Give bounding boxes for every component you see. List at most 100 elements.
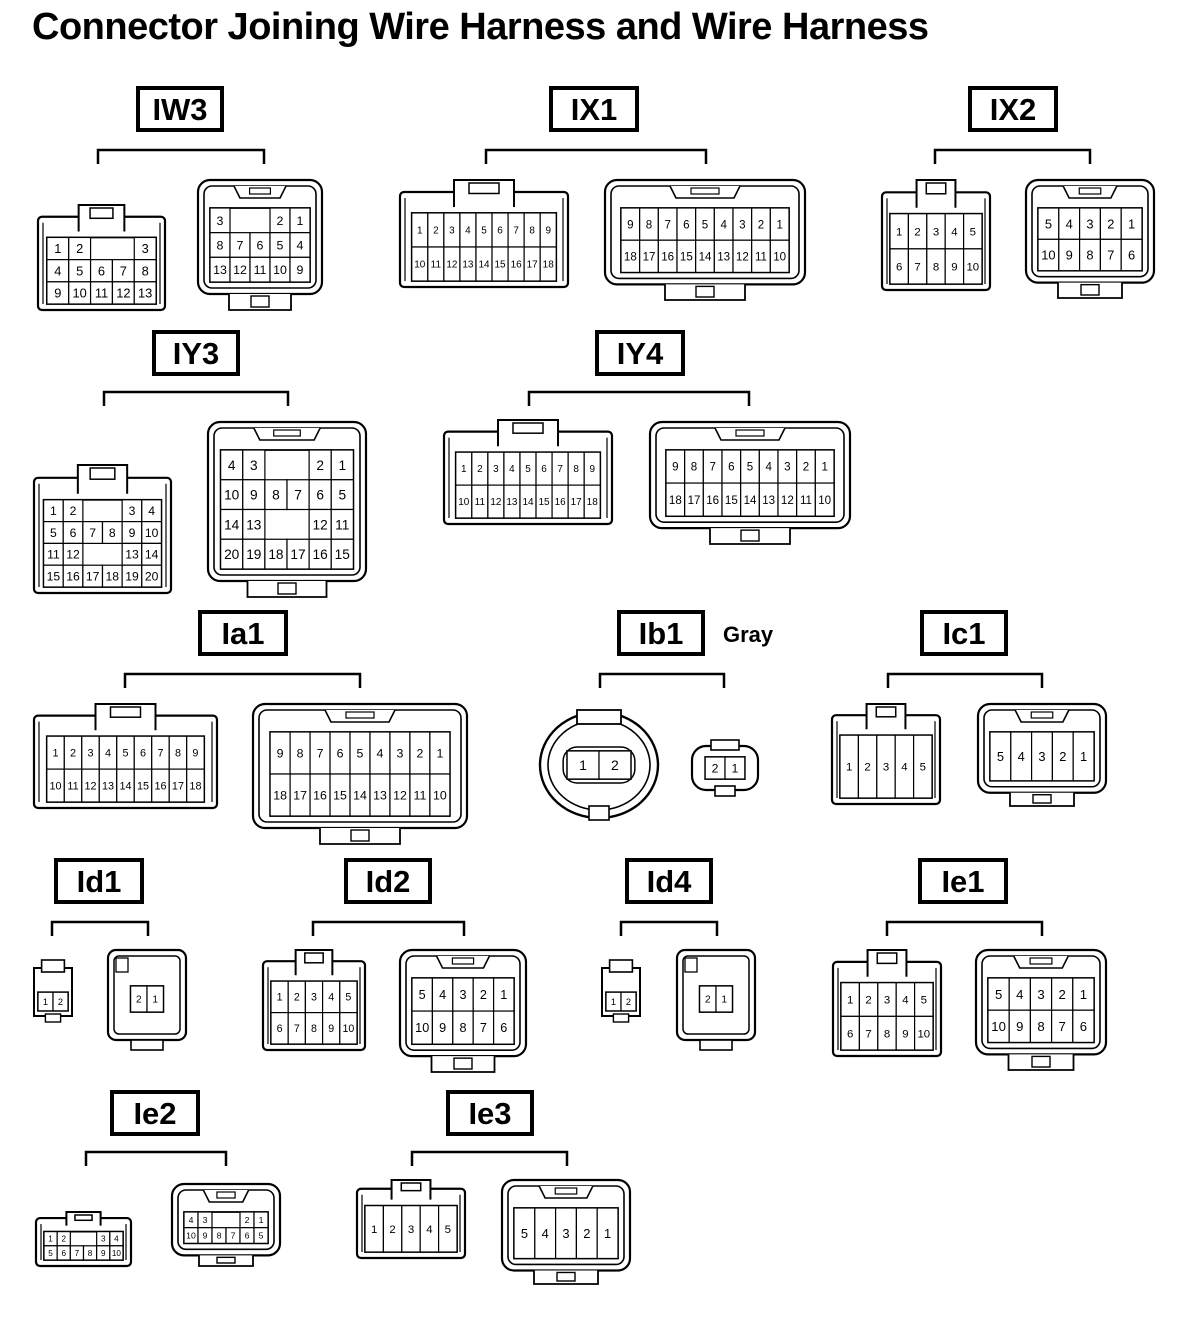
pin-number: 4 — [902, 995, 908, 1007]
pin-number: 13 — [506, 497, 518, 508]
pin-cell — [598, 750, 632, 780]
pin-number: 14 — [353, 788, 367, 802]
pin-number: 4 — [1016, 987, 1023, 1002]
pin-number: 8 — [272, 488, 280, 503]
pin-number: 9 — [328, 1023, 334, 1035]
connector-label-box — [152, 330, 240, 376]
pin-cell — [596, 1207, 619, 1260]
pin-number: 15 — [680, 251, 693, 263]
pin-number: 3 — [129, 504, 136, 518]
connector-bracket — [886, 672, 1044, 688]
connector-bottom-latch — [612, 1013, 630, 1023]
pin-number: 6 — [98, 263, 105, 278]
pin-number: 5 — [1045, 216, 1052, 231]
pin-number: 20 — [224, 547, 240, 562]
pin-number: 9 — [101, 1249, 106, 1258]
pin-number: 10 — [186, 1231, 196, 1241]
pin-number: 18 — [624, 251, 637, 263]
pin-number: 10 — [433, 788, 447, 802]
pin-number: 10 — [145, 526, 159, 540]
pin-number: 17 — [643, 251, 656, 263]
pin-number: 4 — [105, 748, 111, 760]
pin-cell — [438, 1205, 458, 1253]
pin-number: 15 — [539, 497, 551, 508]
connector-label: Id2 — [366, 864, 411, 899]
connector-latch-tab — [1029, 957, 1053, 965]
connector-label-box — [344, 858, 432, 904]
connector-latch-tab — [109, 706, 142, 718]
pin-cell — [962, 248, 983, 285]
pin-number: 14 — [478, 260, 490, 271]
pin-number: 18 — [543, 260, 555, 271]
pin-number: 7 — [294, 1023, 300, 1035]
pin-number: 2 — [294, 992, 300, 1004]
pin-number: 2 — [1059, 749, 1066, 764]
connector-label-box — [617, 610, 705, 656]
connector-bracket — [885, 920, 1044, 936]
connector-bottom-tab — [699, 1039, 733, 1051]
connector-label: Ic1 — [942, 616, 985, 651]
pin-number: 3 — [1037, 987, 1044, 1002]
pin-number: 19 — [246, 547, 261, 562]
pin-number: 11 — [47, 548, 60, 562]
pin-cell — [141, 564, 163, 588]
pin-number: 6 — [1080, 1019, 1087, 1034]
pin-number: 6 — [896, 262, 902, 274]
connector-bottom-latch — [740, 529, 760, 542]
connector-label: IX1 — [571, 92, 618, 127]
pin-number: 4 — [951, 226, 957, 238]
pin-number: 5 — [122, 748, 128, 760]
pin-number: 5 — [338, 488, 346, 503]
connector-bottom-latch — [1031, 1055, 1051, 1068]
pin-cell — [715, 985, 733, 1013]
connector-bottom-latch — [350, 829, 370, 842]
pin-number: 3 — [784, 462, 790, 474]
pin-number: 1 — [821, 462, 827, 474]
pin-number: 3 — [217, 214, 224, 228]
pin-number: 8 — [529, 226, 535, 237]
connector-latch-tab — [468, 182, 500, 195]
pin-number: 13 — [717, 251, 730, 263]
pin-number: 1 — [611, 997, 616, 1007]
connector-bracket — [50, 920, 150, 936]
pin-number: 1 — [604, 1226, 611, 1241]
pin-number: 9 — [250, 488, 258, 503]
pin-number: 5 — [525, 464, 531, 475]
pin-cell — [339, 1011, 358, 1045]
connector-bracket — [619, 920, 719, 936]
pin-cell — [109, 1245, 124, 1261]
pin-number: 8 — [646, 219, 652, 231]
pin-number: 6 — [500, 1021, 507, 1035]
pin-cell — [769, 239, 790, 273]
pin-number: 3 — [203, 1215, 208, 1225]
pin-number: 1 — [776, 219, 782, 231]
pin-number: 1 — [371, 1224, 377, 1236]
pin-number: 2 — [70, 748, 76, 760]
pin-number: 10 — [818, 495, 831, 507]
pin-number: 17 — [172, 780, 184, 792]
connector-label: Id1 — [77, 864, 122, 899]
pin-number: 2 — [389, 1224, 395, 1236]
pin-number: 9 — [1066, 248, 1073, 263]
pin-number: 10 — [50, 780, 62, 792]
pin-number: 1 — [417, 226, 423, 237]
connector-label: Ie3 — [468, 1096, 511, 1131]
pin-number: 5 — [970, 226, 976, 238]
pin-number: 5 — [357, 746, 364, 760]
pin-number: 4 — [228, 458, 236, 473]
connector-inner-frame — [682, 955, 750, 1035]
connector-label: IW3 — [152, 92, 207, 127]
pin-number: 2 — [583, 1226, 590, 1241]
